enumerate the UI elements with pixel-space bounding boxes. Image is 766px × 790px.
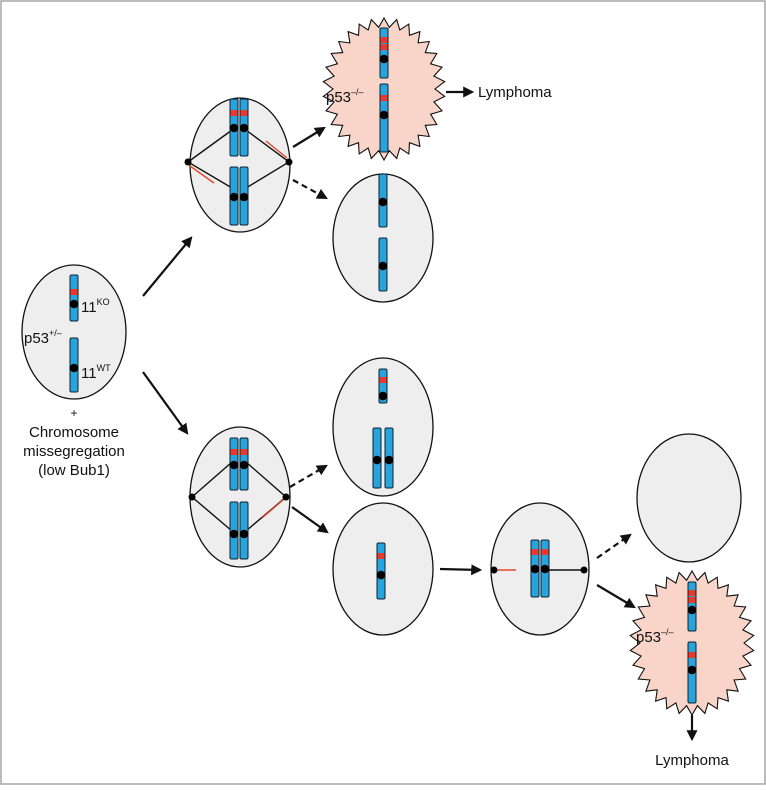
upper-pole-right — [285, 158, 293, 166]
red-marker — [377, 553, 385, 559]
centromere-dot — [239, 192, 249, 202]
centromere-dot — [379, 110, 389, 120]
chromosome-icon — [229, 166, 239, 226]
centromere-dot — [229, 460, 239, 470]
centromere-dot — [239, 460, 249, 470]
centromere-dot — [384, 455, 394, 465]
centromere-dot — [69, 363, 79, 373]
centromere-dot — [687, 665, 697, 675]
arrow-to-upper-tumor — [292, 126, 326, 148]
chromosome-icon — [69, 274, 79, 322]
centromere-dot — [530, 564, 540, 574]
second-mitotic-cell — [490, 502, 590, 636]
chromosomes-layer — [69, 27, 697, 704]
arrow-to-lower-tumor — [596, 584, 636, 609]
red-marker — [688, 652, 696, 658]
red-marker — [531, 549, 539, 555]
centromere-dot — [379, 54, 389, 64]
chromosome-icon — [229, 98, 239, 157]
chromosome-icon — [379, 83, 389, 153]
dashed-arrow-to-upper-normal — [292, 179, 328, 200]
dashed-arrow-to-lower-top — [289, 464, 328, 488]
chromosome-icon — [384, 427, 394, 489]
second-pole-right — [580, 566, 588, 574]
centromere-dot — [540, 564, 550, 574]
caption-line-2: missegregation — [23, 443, 125, 460]
centromere-dot — [229, 192, 239, 202]
p53-null-label-lower: p53–/– — [636, 627, 674, 646]
centromere-dot — [378, 391, 388, 401]
chromosome-icon — [239, 166, 249, 226]
lymphoma-label-lower: Lymphoma — [655, 752, 729, 769]
second-pole-left — [490, 566, 498, 574]
lower-spindle-red — [261, 499, 284, 519]
centromere-dot — [376, 570, 386, 580]
p53-heterozygous-label: p53+/– — [24, 328, 62, 347]
red-marker — [541, 549, 549, 555]
red-marker — [230, 110, 238, 116]
chromosome-icon — [376, 542, 386, 600]
chromosome-icon — [540, 539, 550, 598]
chromosome-icon — [239, 98, 249, 157]
centromere-dot — [378, 197, 388, 207]
empty-daughter-cell — [636, 433, 742, 563]
centromere-dot — [239, 529, 249, 539]
arrow-to-lower-bottom — [291, 506, 329, 534]
dashed-arrow-to-empty-cell — [596, 533, 632, 559]
red-marker — [380, 95, 388, 101]
red-marker — [70, 289, 78, 295]
upper-pole-left — [184, 158, 192, 166]
chromosome-icon — [379, 27, 389, 79]
centromere-dot — [378, 261, 388, 271]
red-marker — [230, 449, 238, 455]
chromosome-icon — [229, 501, 239, 560]
lower-daughter-cell-top — [332, 357, 434, 497]
chromosome-icon — [378, 368, 388, 404]
plus-sign: + — [70, 406, 77, 420]
chromosome-icon — [229, 437, 239, 491]
chr11-wt-label: 11WT — [81, 363, 111, 382]
centromere-dot — [229, 529, 239, 539]
start-cell — [21, 264, 127, 400]
chromosome-icon — [378, 237, 388, 292]
red-marker — [380, 37, 388, 43]
upper-spindle-red-left — [189, 165, 215, 184]
chromosome-icon — [239, 501, 249, 560]
chr11-ko-label: 11KO — [81, 297, 110, 316]
arrow-to-second-mitosis — [439, 564, 483, 576]
chromosome-icon — [530, 539, 540, 598]
centromere-dot — [372, 455, 382, 465]
chromosome-icon — [239, 437, 249, 491]
red-marker — [380, 44, 388, 50]
lymphoma-label-upper: Lymphoma — [478, 84, 552, 101]
red-marker — [688, 597, 696, 603]
red-marker — [240, 449, 248, 455]
labels-layer: p53+/– 11KO 11WT + Chromosome missegrega… — [23, 84, 729, 769]
p53-null-label-upper: p53–/– — [326, 87, 364, 106]
centromere-dot — [229, 123, 239, 133]
centromere-dot — [239, 123, 249, 133]
chromosome-icon — [378, 173, 388, 228]
caption-line-3: (low Bub1) — [38, 462, 110, 479]
lower-pole-left — [188, 493, 196, 501]
spindles-layer — [184, 129, 588, 574]
upper-spindle-red-right — [265, 140, 288, 159]
red-marker — [240, 110, 248, 116]
chromosome-icon — [69, 337, 79, 393]
centromere-dot — [687, 605, 697, 615]
chromosome-icon — [687, 581, 697, 632]
caption-line-1: Chromosome — [29, 424, 119, 441]
lower-pole-right — [282, 493, 290, 501]
arrow-to-lower-mitosis — [142, 371, 189, 435]
chromosome-icon — [372, 427, 382, 489]
red-marker — [688, 590, 696, 596]
red-marker — [379, 377, 387, 383]
arrow-to-upper-mitosis — [142, 236, 193, 297]
chromosome-icon — [687, 641, 697, 704]
arrows-layer — [142, 86, 698, 742]
centromere-dot — [69, 299, 79, 309]
